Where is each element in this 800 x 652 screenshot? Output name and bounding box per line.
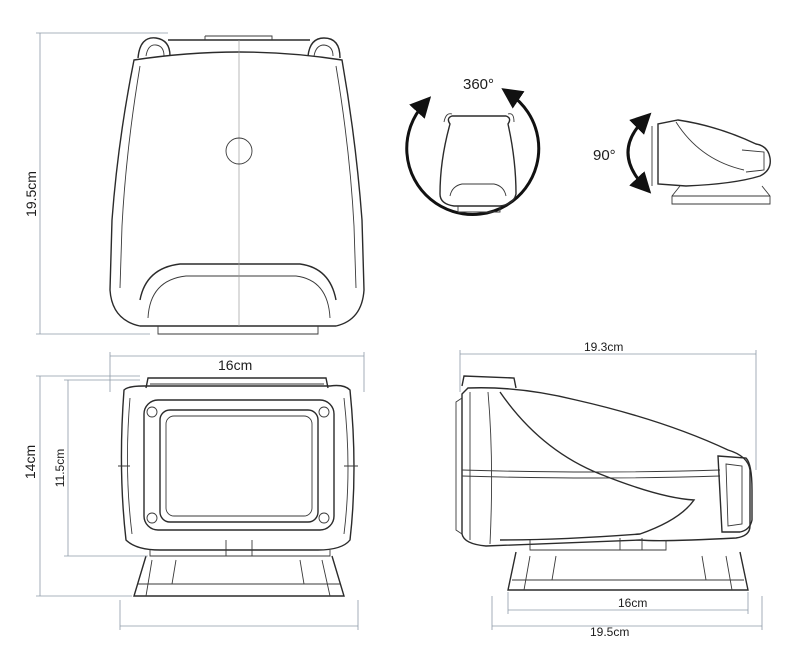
base-inner-label: 16cm <box>618 596 647 610</box>
front-inner-height-dimension <box>64 379 148 557</box>
front-width-dimension <box>109 352 365 392</box>
side-length-label: 19.3cm <box>584 340 623 354</box>
rotation-360-icon <box>405 88 541 216</box>
front-width-label: 16cm <box>218 357 252 373</box>
side-length-dimension <box>459 350 757 470</box>
height-label-19-5: 19.5cm <box>23 171 39 217</box>
base-inner-dimension <box>507 592 749 614</box>
front-total-height-label: 14cm <box>22 445 38 479</box>
tilt-90-icon <box>626 112 771 205</box>
front-base-ruler <box>119 600 359 630</box>
rear-view-drawing <box>109 35 365 335</box>
base-outer-label: 19.5cm <box>590 625 629 639</box>
front-total-height-dimension <box>36 375 140 597</box>
base-outer-dimension <box>491 596 763 630</box>
rotation-label-360: 360° <box>463 76 494 93</box>
front-inner-height-label: 11.5cm <box>53 449 67 487</box>
front-view-drawing <box>118 377 358 597</box>
tilt-label-90: 90° <box>593 147 616 164</box>
side-view-drawing <box>455 375 753 591</box>
height-dimension-19-5 <box>36 32 168 335</box>
